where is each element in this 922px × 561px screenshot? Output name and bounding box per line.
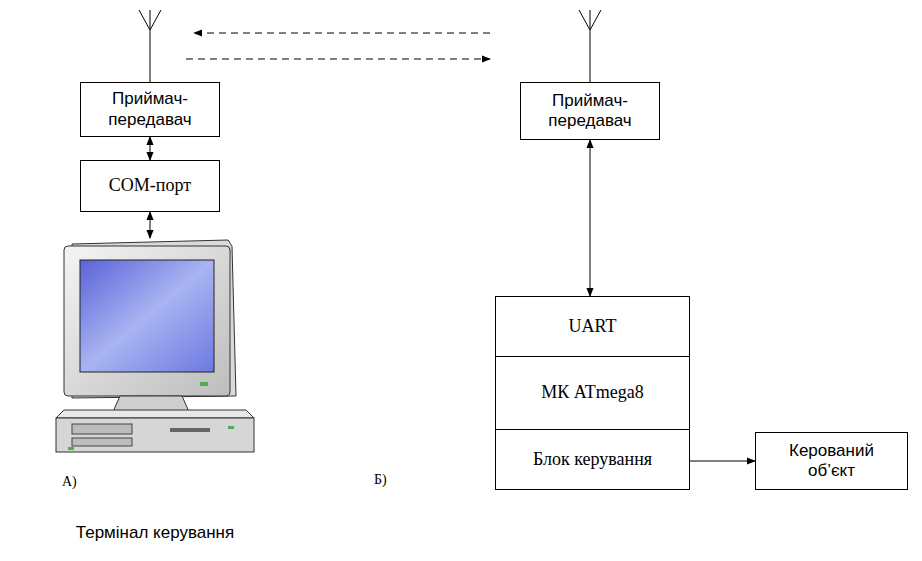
terminal-caption: Термінал керування <box>76 523 234 543</box>
radio-link <box>186 59 490 60</box>
block-label: UART <box>569 316 617 338</box>
antenna <box>579 10 601 82</box>
connector-arrow <box>690 461 755 462</box>
antenna <box>139 10 161 82</box>
block-label: Приймач- передавач <box>535 91 645 132</box>
connector-arrow <box>150 137 151 160</box>
block-label: Керований об’єкт <box>772 441 892 482</box>
block-box: Приймач- передавач <box>80 82 220 137</box>
block-box: Блок керування <box>495 429 690 490</box>
block-box: МК ATmega8 <box>495 356 690 430</box>
radio-link <box>194 33 490 34</box>
block-label: Приймач- передавач <box>95 89 205 130</box>
block-box: COM-порт <box>80 160 220 212</box>
part-label: Б) <box>374 472 387 488</box>
block-label: COM-порт <box>109 175 191 197</box>
block-label: Блок керування <box>533 449 652 471</box>
block-box: UART <box>495 296 690 357</box>
computer-illustration <box>50 238 260 518</box>
part-label: А) <box>62 474 77 490</box>
connector-arrow <box>590 140 591 296</box>
block-box: Приймач- передавач <box>520 82 660 140</box>
connector-arrow <box>150 212 151 238</box>
computer-terminal: Термінал керування <box>50 238 260 543</box>
block-box: Керований об’єкт <box>755 432 908 490</box>
block-label: МК ATmega8 <box>541 382 644 404</box>
